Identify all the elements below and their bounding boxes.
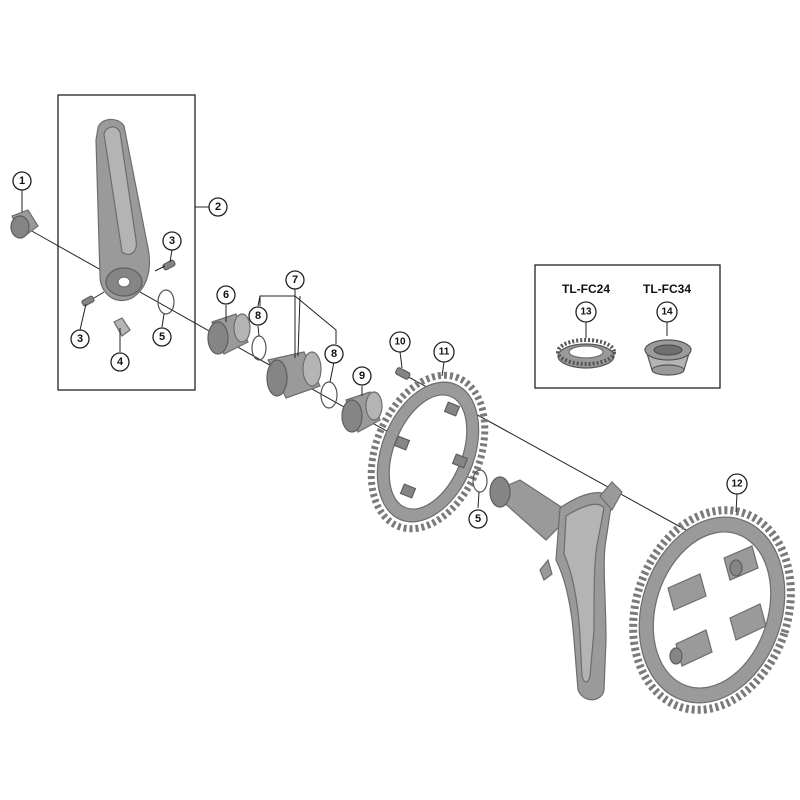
svg-text:6: 6 — [223, 289, 229, 301]
svg-text:11: 11 — [439, 347, 450, 358]
chainring-bolt — [395, 367, 411, 380]
svg-text:4: 4 — [117, 356, 124, 368]
svg-text:9: 9 — [359, 370, 365, 382]
svg-text:8: 8 — [331, 348, 337, 360]
svg-text:12: 12 — [731, 479, 743, 490]
left-crank-assembly-frame — [57, 94, 196, 391]
tool-label-tl-fc34: TL-FC34 — [643, 282, 691, 296]
leader-lines — [21, 190, 738, 513]
svg-text:7: 7 — [292, 274, 298, 286]
callout-5-left: 5 — [152, 327, 172, 347]
callout-6: 6 — [216, 285, 236, 305]
inner-chainring — [367, 371, 489, 533]
svg-text:3: 3 — [77, 333, 83, 345]
callout-12: 12 — [726, 473, 748, 495]
callout-8-left: 8 — [248, 306, 268, 326]
outer-chainring — [629, 506, 795, 714]
svg-text:2: 2 — [215, 201, 221, 213]
callout-4: 4 — [110, 352, 130, 372]
safety-plate — [113, 317, 131, 337]
svg-text:1: 1 — [19, 175, 25, 187]
callout-7: 7 — [285, 270, 305, 290]
callout-2: 2 — [208, 197, 228, 217]
callout-13: 13 — [575, 301, 597, 323]
tools-inset-frame — [534, 264, 721, 389]
svg-text:10: 10 — [394, 337, 406, 348]
svg-text:13: 13 — [580, 307, 592, 318]
callout-10: 10 — [389, 331, 411, 353]
svg-text:5: 5 — [159, 331, 165, 343]
callout-8-right: 8 — [324, 344, 344, 364]
crank-cap — [10, 209, 39, 239]
spacer-ring-left — [251, 335, 267, 361]
o-ring-left — [157, 289, 175, 315]
callout-14: 14 — [656, 301, 678, 323]
bb-adapter-right — [341, 391, 383, 433]
left-crank-arm — [95, 118, 151, 302]
svg-text:14: 14 — [661, 307, 673, 318]
svg-text:3: 3 — [169, 235, 175, 247]
callout-3-lower: 3 — [70, 329, 90, 349]
pinch-bolt-lower — [81, 291, 105, 307]
callout-3-upper: 3 — [162, 231, 182, 251]
tool-label-tl-fc24: TL-FC24 — [562, 282, 610, 296]
right-crank-arm-with-spindle — [489, 476, 623, 701]
tool-tl-fc34-cup-tool — [644, 339, 692, 376]
inner-cover-sleeve — [266, 351, 322, 399]
svg-text:8: 8 — [255, 310, 261, 322]
callout-1: 1 — [12, 171, 32, 191]
tool-tl-fc24-ring-tool — [556, 338, 616, 369]
callout-5-right: 5 — [468, 509, 488, 529]
o-ring-right — [472, 469, 488, 493]
callout-9: 9 — [352, 366, 372, 386]
spacer-ring-right — [320, 381, 338, 409]
pinch-bolt-upper — [154, 259, 176, 272]
svg-text:5: 5 — [475, 513, 481, 525]
callout-11: 11 — [433, 341, 455, 363]
bb-adapter-left — [207, 313, 251, 355]
